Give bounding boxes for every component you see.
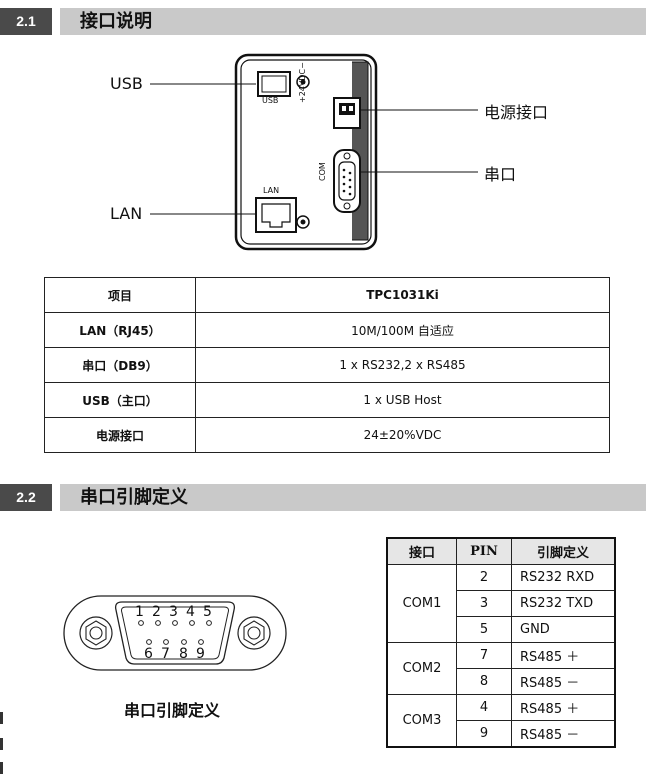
pin-cell: 3 <box>456 590 512 617</box>
def-cell: GND <box>511 616 616 643</box>
pin-cell: 2 <box>456 564 512 591</box>
row-value: 1 x RS232,2 x RS485 <box>195 347 610 383</box>
com-port-text: COM <box>318 162 327 181</box>
page-edge-mark <box>0 762 3 774</box>
pin-cell: 5 <box>456 616 512 643</box>
def-cell: RS232 TXD <box>511 590 616 617</box>
def-cell: RS485 ＋ <box>511 694 616 721</box>
pin-cell: 8 <box>456 668 512 695</box>
row-item: LAN（RJ45） <box>44 312 196 348</box>
row-value: 24±20%VDC <box>195 417 610 453</box>
section-number: 2.2 <box>0 484 52 511</box>
table-row: USB（主口） 1 x USB Host <box>44 382 610 418</box>
iface-cell: COM3 <box>386 694 457 748</box>
table-row: 5 GND <box>387 616 616 643</box>
page-edge-mark <box>0 712 3 724</box>
table-row: COM1 2 RS232 RXD <box>386 564 616 643</box>
iface-cell: COM1 <box>386 564 457 643</box>
device-body-inner <box>240 59 372 245</box>
pin-number: 7 <box>161 646 170 662</box>
section-bar <box>60 8 646 35</box>
table-row: 8 RS485 － <box>387 668 616 695</box>
section-number: 2.1 <box>0 8 52 35</box>
pin-cell: 4 <box>456 694 512 721</box>
left-screw-icon <box>79 616 113 650</box>
pin-number: 2 <box>152 604 161 620</box>
header-pin: PIN <box>456 537 512 565</box>
page-edge-mark <box>0 738 3 750</box>
pin-number: 1 <box>135 604 144 620</box>
row-value: 1 x USB Host <box>195 382 610 418</box>
section-title: 接口说明 <box>80 11 152 32</box>
pin-definition-table: 接口 PIN 引脚定义 COM1 2 RS232 RXD 3 RS232 TXD… <box>386 537 616 748</box>
section-bar <box>60 484 646 511</box>
header-iface: 接口 <box>386 537 457 565</box>
pin-number: 8 <box>179 646 188 662</box>
table-row: 9 RS485 － <box>387 720 616 748</box>
table-row: 项目 TPC1031Ki <box>44 277 610 313</box>
header-model: TPC1031Ki <box>195 277 610 313</box>
table-row: 接口 PIN 引脚定义 <box>386 537 616 565</box>
header-item: 项目 <box>44 277 196 313</box>
header-def: 引脚定义 <box>511 537 616 565</box>
power-label: 电源接口 <box>484 103 549 122</box>
interface-spec-table: 项目 TPC1031Ki LAN（RJ45） 10M/100M 自适应 串口（D… <box>44 277 610 453</box>
lan-label: LAN <box>110 204 143 223</box>
table-row: COM3 4 RS485 ＋ <box>386 694 616 748</box>
connector-caption: 串口引脚定义 <box>124 701 221 720</box>
pin-number: 3 <box>169 604 178 620</box>
device-diagram <box>150 53 478 251</box>
pin-number: 5 <box>203 604 212 620</box>
power-port-text: +24VDC− <box>298 62 307 103</box>
section-header-2-1: 2.1 接口说明 <box>0 8 646 35</box>
pin-number: 6 <box>144 646 153 662</box>
row-value: 10M/100M 自适应 <box>195 312 610 348</box>
def-cell: RS485 ＋ <box>511 642 616 669</box>
right-screw-icon <box>237 616 271 650</box>
db9-connector-diagram <box>63 595 287 671</box>
pin-number: 4 <box>186 604 195 620</box>
row-item: USB（主口） <box>44 382 196 418</box>
table-row: 串口（DB9） 1 x RS232,2 x RS485 <box>44 347 610 383</box>
lan-port-text: LAN <box>263 186 280 195</box>
table-row: COM2 7 RS485 ＋ <box>386 642 616 695</box>
serial-label: 串口 <box>484 165 517 184</box>
device-body-outer <box>234 53 378 251</box>
table-row: 电源接口 24±20%VDC <box>44 417 610 453</box>
pin-number: 9 <box>196 646 205 662</box>
iface-cell: COM2 <box>386 642 457 695</box>
def-cell: RS232 RXD <box>511 564 616 591</box>
def-cell: RS485 － <box>511 720 616 748</box>
usb-label: USB <box>110 74 143 93</box>
table-row: 3 RS232 TXD <box>387 590 616 617</box>
table-row: LAN（RJ45） 10M/100M 自适应 <box>44 312 610 348</box>
def-cell: RS485 － <box>511 668 616 695</box>
row-item: 电源接口 <box>44 417 196 453</box>
pin-cell: 7 <box>456 642 512 669</box>
pin-cell: 9 <box>456 720 512 748</box>
section-title: 串口引脚定义 <box>80 487 188 508</box>
row-item: 串口（DB9） <box>44 347 196 383</box>
section-header-2-2: 2.2 串口引脚定义 <box>0 484 646 511</box>
usb-port-text: USB <box>262 96 279 105</box>
